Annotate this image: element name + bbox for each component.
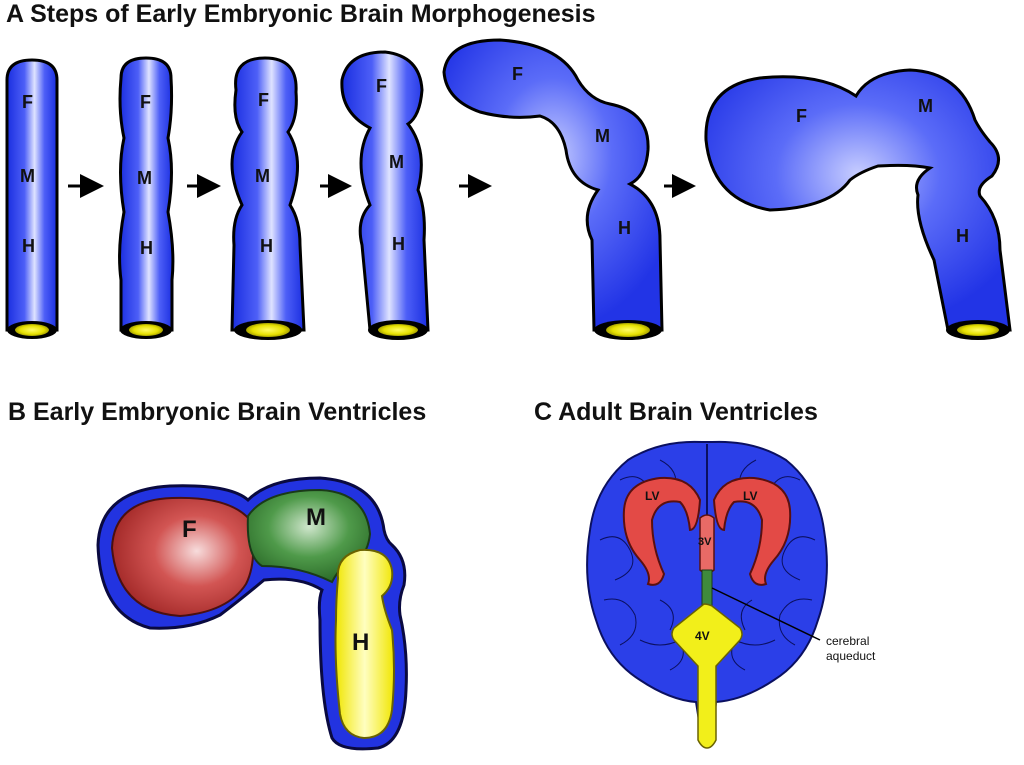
stage-2-label-f: F [140, 92, 151, 112]
stage-3-label-m: M [255, 166, 270, 186]
stage-4-label-m: M [389, 152, 404, 172]
aqueduct-pointer [711, 587, 821, 641]
stage-2-lumen [129, 324, 163, 336]
stage-4-label-h: H [392, 234, 405, 254]
stage-3-lumen [246, 323, 290, 337]
stage-1-label-f: F [22, 92, 33, 112]
stage-6-lumen [957, 324, 999, 336]
lateral-ventricle-left [622, 476, 702, 586]
label-4v: 4V [695, 629, 710, 643]
stage-5-lumen [606, 323, 650, 337]
stage-5-label-h: H [618, 218, 631, 238]
stage-5-tube: F M H [442, 38, 664, 340]
stage-3-label-f: F [258, 90, 269, 110]
hindbrain-ventricle [334, 548, 395, 740]
stage-2-label-m: M [137, 168, 152, 188]
stage-1-lumen [15, 324, 49, 336]
stage-5-label-f: F [512, 64, 523, 84]
stage-1-tube: F M H [5, 58, 59, 339]
label-lv-left: LV [645, 489, 659, 503]
stage-3-tube: F M H [230, 56, 306, 340]
stage-2-tube: F M H [118, 56, 175, 339]
stage-4-label-f: F [376, 76, 387, 96]
panel-b-label-f: F [182, 516, 197, 543]
adult-ventricles-diagram: LV LV 3V 4V cerebral aqueduct [586, 440, 876, 749]
stage-6-label-f: F [796, 106, 807, 126]
panel-b-label-h: H [352, 629, 369, 656]
lateral-ventricle-right [712, 476, 792, 586]
stage-4-tube: F M H [340, 50, 430, 340]
stage-2-label-h: H [140, 238, 153, 258]
stage-6-label-m: M [918, 96, 933, 116]
panel-a-title: A Steps of Early Embryonic Brain Morphog… [6, 0, 596, 28]
stage-1-label-h: H [22, 236, 35, 256]
panel-b-title: B Early Embryonic Brain Ventricles [8, 398, 427, 426]
label-3v: 3V [698, 536, 712, 548]
stage-6-label-h: H [956, 226, 969, 246]
panel-b-label-m: M [306, 504, 326, 531]
label-aqueduct-line2: aqueduct [826, 649, 876, 663]
fourth-ventricle [671, 603, 743, 749]
stage-5-label-m: M [595, 126, 610, 146]
stage-6-tube: F M H [704, 68, 1012, 340]
panel-c-title: C Adult Brain Ventricles [534, 398, 818, 426]
stage-1-label-m: M [20, 166, 35, 186]
label-aqueduct-line1: cerebral [826, 634, 869, 648]
stage-3-label-h: H [260, 236, 273, 256]
label-lv-right: LV [743, 489, 757, 503]
cerebral-aqueduct [701, 569, 713, 607]
stage-4-lumen [378, 324, 418, 336]
embryonic-ventricles-diagram: F M H [96, 476, 408, 751]
